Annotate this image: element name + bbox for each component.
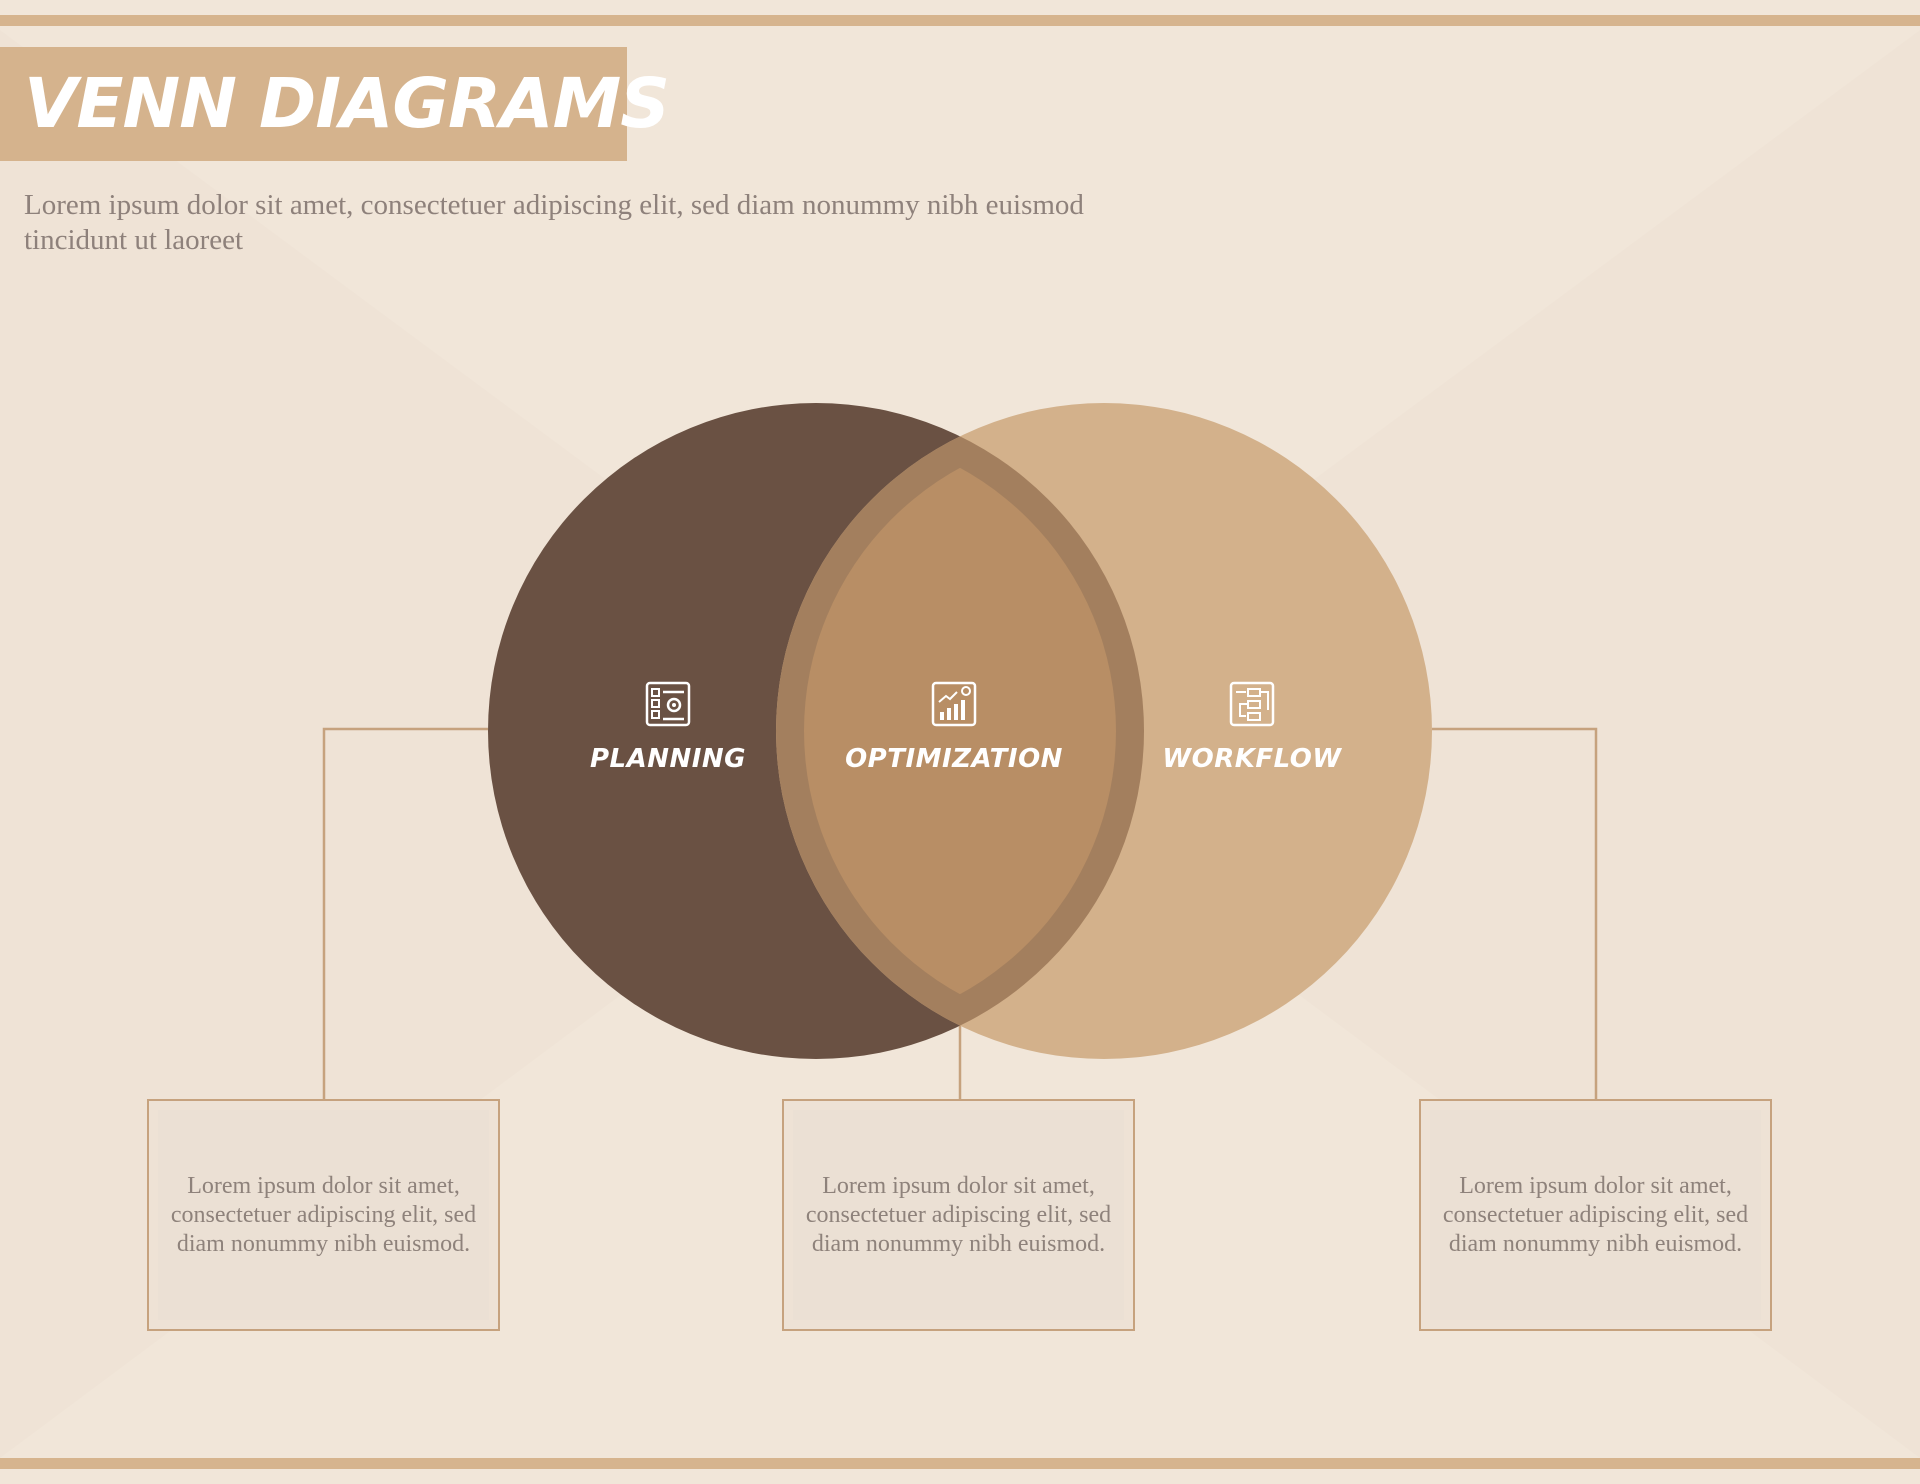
optimization-label: OPTIMIZATION (845, 744, 1063, 774)
page-title: VENN DIAGRAMS (24, 64, 670, 144)
planning-checklist-gear-icon (645, 681, 691, 727)
optimization-chart-growth-icon (931, 681, 977, 727)
workflow-label: WORKFLOW (1162, 744, 1342, 774)
workflow-process-icon (1229, 681, 1275, 727)
optimization-description: Lorem ipsum dolor sit amet, consectetuer… (793, 1110, 1124, 1320)
title-banner: VENN DIAGRAMS (0, 47, 670, 161)
workflow-description-box: Lorem ipsum dolor sit amet, consectetuer… (1419, 1099, 1772, 1331)
workflow-description: Lorem ipsum dolor sit amet, consectetuer… (1430, 1110, 1761, 1320)
bottom-rule (0, 1458, 1920, 1469)
planning-description-box: Lorem ipsum dolor sit amet, consectetuer… (147, 1099, 500, 1331)
connector-planning (322, 727, 488, 1099)
connector-workflow (1432, 727, 1598, 1099)
top-rule (0, 15, 1920, 26)
optimization-description-box: Lorem ipsum dolor sit amet, consectetuer… (782, 1099, 1135, 1331)
planning-label: PLANNING (589, 744, 747, 774)
planning-description: Lorem ipsum dolor sit amet, consectetuer… (158, 1110, 489, 1320)
optimization-intersection (776, 403, 1144, 1059)
page-subtitle: Lorem ipsum dolor sit amet, consectetuer… (24, 189, 1084, 256)
